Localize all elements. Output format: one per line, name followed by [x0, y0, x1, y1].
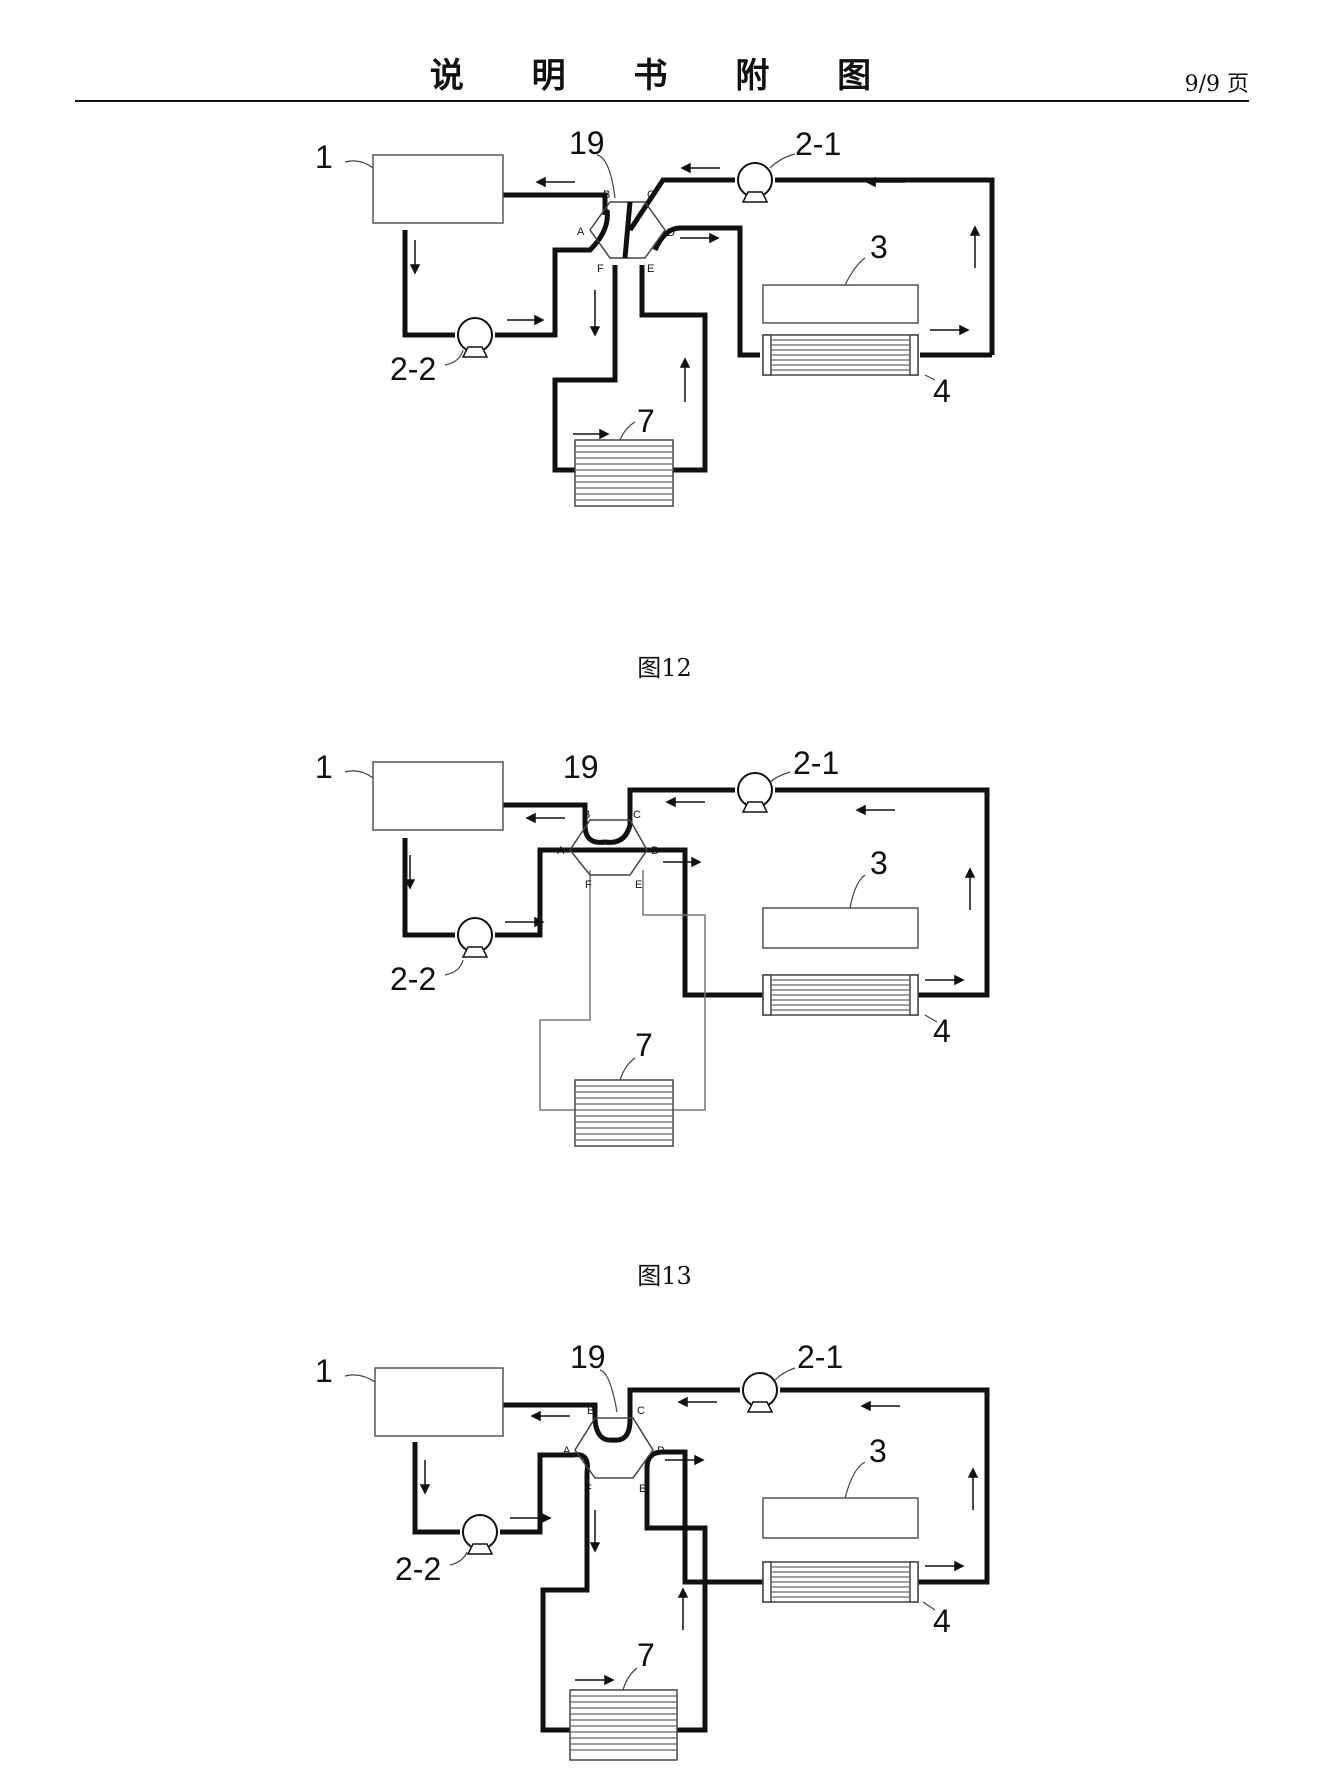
callouts: [344, 153, 935, 441]
label-pump-2-2: 2-2: [390, 351, 436, 387]
tank-box: [371, 761, 504, 831]
radiator-7: [573, 1079, 674, 1147]
pipe: [494, 209, 610, 338]
pipe: [412, 1442, 460, 1535]
tank-box: [373, 1367, 504, 1437]
pipe: [552, 265, 617, 473]
pipe-inactive: [641, 870, 706, 1111]
label-3: 3: [870, 229, 888, 265]
figure-14: 1 19 2-1 2-2 3 4 7 A B C D E F: [0, 1339, 1329, 1780]
port-c: C: [637, 1405, 645, 1417]
pipe: [484, 1387, 740, 1443]
diagram-fig13: 1 19 2-1 2-2 3 4 7 A B C D E F: [315, 745, 989, 1147]
label-pump-2-1: 2-1: [793, 745, 839, 781]
heat-exchanger-4: [761, 974, 919, 1016]
valve-path: [622, 201, 632, 259]
label-pump-2-2: 2-2: [395, 1551, 441, 1587]
label-tank: 1: [315, 139, 333, 175]
pump-2-2: [461, 1514, 498, 1555]
pump-2-2: [456, 917, 493, 958]
label-valve: 19: [563, 749, 599, 785]
label-pump-2-1: 2-1: [797, 1339, 843, 1375]
pipe: [779, 1387, 989, 1585]
label-pump-2-2: 2-2: [390, 961, 436, 997]
port-f: F: [597, 263, 604, 275]
heat-exchanger-4: [761, 1561, 919, 1603]
radiator-7: [573, 439, 674, 507]
pipe: [402, 230, 455, 338]
pipe: [499, 1452, 590, 1733]
heat-exchanger-4: [761, 334, 919, 376]
label-7: 7: [637, 1637, 655, 1673]
figure-12: 1 19 2-1 2-2 3 4 7 A B C D E F: [0, 125, 1329, 600]
port-a: A: [563, 1445, 571, 1457]
diagram-fig12: 1 19 2-1 2-2 3 4 7 A B C D E F: [315, 125, 994, 507]
label-valve: 19: [569, 125, 605, 161]
port-a: A: [557, 845, 565, 857]
diagram-fig14: 1 19 2-1 2-2 3 4 7 A B C D E F: [315, 1339, 989, 1761]
component-3-box: [761, 907, 919, 949]
figure-13: 1 19 2-1 2-2 3 4 7 A B C D E F: [0, 745, 1329, 1190]
label-valve: 19: [570, 1339, 606, 1375]
pipe: [644, 1449, 763, 1733]
component-3-box: [761, 284, 919, 324]
header-title: 说 明 书 附 图: [429, 56, 900, 96]
label-tank: 1: [315, 749, 333, 785]
pipe: [774, 177, 994, 355]
port-e: E: [647, 263, 654, 275]
radiator-7: [568, 1689, 678, 1761]
label-3: 3: [870, 845, 888, 881]
label-7: 7: [635, 1027, 653, 1063]
component-3-box: [761, 1497, 919, 1539]
port-c: C: [647, 189, 655, 201]
pump-2-1: [736, 772, 773, 813]
label-4: 4: [933, 1603, 951, 1639]
port-d: D: [657, 1445, 665, 1457]
pump-2-2: [456, 317, 493, 358]
header-rule: [75, 100, 1249, 102]
page-number: 9/9 页: [1184, 72, 1249, 97]
port-a: A: [577, 226, 585, 238]
pipe: [484, 787, 735, 845]
valve-19: [568, 819, 648, 876]
port-d: D: [667, 227, 675, 239]
label-4: 4: [933, 373, 951, 409]
flow-arrows: [419, 1396, 978, 1686]
port-f: F: [585, 879, 592, 891]
label-3: 3: [869, 1433, 887, 1469]
port-b: B: [583, 809, 590, 821]
port-b: B: [603, 189, 610, 201]
port-b: B: [587, 1405, 594, 1417]
callouts: [344, 770, 937, 1081]
caption-fig13: 图13: [637, 1262, 692, 1290]
pump-2-1: [741, 1372, 778, 1413]
valve-19: [573, 1417, 654, 1479]
tank-box: [371, 154, 504, 224]
pipe: [774, 787, 989, 998]
callouts: [344, 1367, 935, 1691]
caption-fig12: 图12: [637, 654, 692, 682]
port-e: E: [639, 1483, 646, 1495]
label-pump-2-1: 2-1: [795, 126, 841, 162]
pipe: [627, 177, 735, 232]
flow-arrows: [404, 796, 975, 986]
port-c: C: [633, 809, 641, 821]
pipe: [652, 225, 760, 358]
pipe-inactive: [538, 870, 591, 1111]
pipe: [639, 265, 707, 473]
pipe: [402, 838, 455, 938]
flow-arrows: [409, 162, 980, 440]
pump-2-1: [736, 162, 773, 203]
port-f: F: [585, 1483, 592, 1495]
pipe: [494, 847, 763, 998]
label-tank: 1: [315, 1353, 333, 1389]
valve-19: [588, 201, 666, 259]
port-e: E: [635, 879, 642, 891]
port-d: D: [651, 845, 659, 857]
label-7: 7: [637, 403, 655, 439]
label-4: 4: [933, 1013, 951, 1049]
